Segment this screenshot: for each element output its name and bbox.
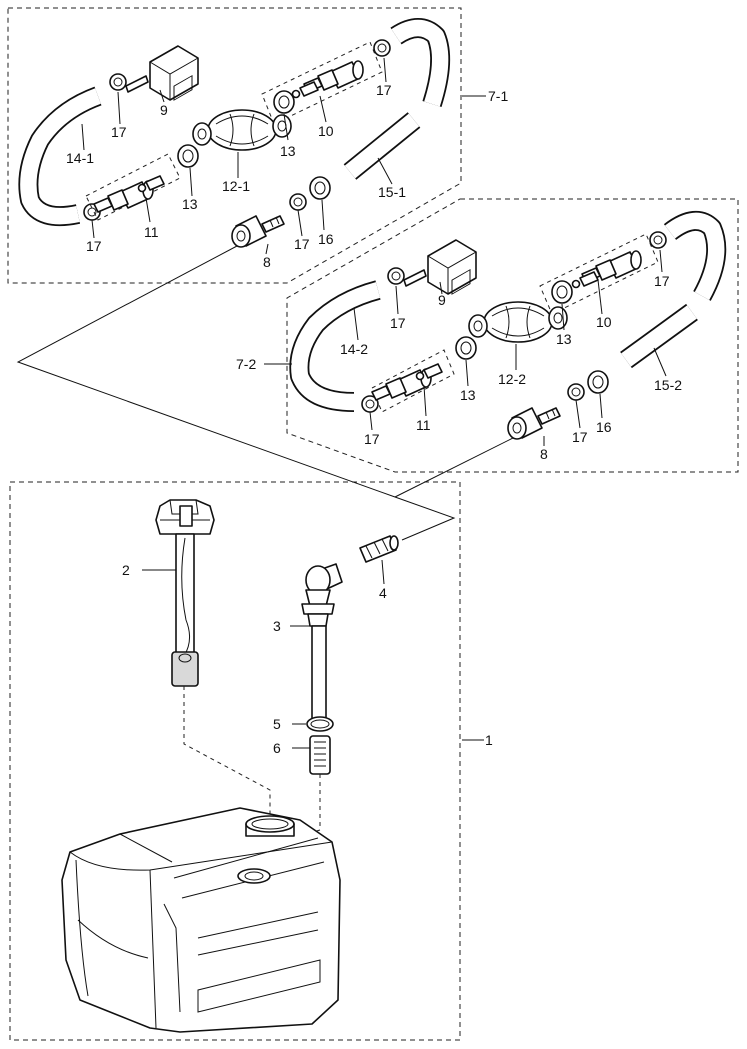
washer-17-a (109, 73, 127, 91)
fitting-8-upper (231, 215, 285, 248)
label-part-3: 3 (273, 618, 281, 634)
label-part-15-2: 15-2 (654, 377, 682, 393)
label-part-17-f: 17 (654, 273, 670, 289)
fuel-tank-1 (61, 807, 341, 1033)
label-part-1: 1 (485, 732, 493, 748)
tank-assembly (61, 499, 484, 1033)
label-part-11-upper: 11 (144, 224, 159, 240)
label-part-10-upper: 10 (318, 123, 334, 139)
fuel-gauge-2 (155, 499, 215, 687)
label-part-16-lower: 16 (596, 419, 612, 435)
tank-assembly-boundary (9, 481, 461, 1041)
connector-9-lower (403, 239, 477, 295)
label-part-9-upper: 9 (160, 102, 168, 118)
filter-6 (309, 735, 331, 775)
label-part-13-upper-b: 13 (182, 196, 198, 212)
label-part-6: 6 (273, 740, 281, 756)
washer-17-b (373, 39, 391, 57)
label-part-5: 5 (273, 716, 281, 732)
label-part-14-2: 14-2 (340, 341, 368, 357)
label-part-14-1: 14-1 (66, 150, 94, 166)
kit-7-1-boundary (7, 7, 462, 284)
label-part-16-upper: 16 (318, 231, 334, 247)
label-part-8-upper: 8 (263, 254, 271, 270)
label-kit-7-1: 7-1 (488, 88, 508, 104)
label-part-17-h: 17 (572, 429, 588, 445)
label-part-17-g: 17 (364, 431, 380, 447)
kit-7-2-boundary (286, 198, 739, 473)
pin-11-upper (137, 175, 165, 193)
label-part-9-lower: 9 (438, 292, 446, 308)
connector-9-upper (125, 45, 199, 101)
label-part-11-lower: 11 (416, 417, 431, 433)
label-part-12-1: 12-1 (222, 178, 250, 194)
label-part-2: 2 (122, 562, 130, 578)
fitting-4 (359, 535, 399, 563)
ring-13-lower-b (455, 336, 477, 360)
washer-17-d (289, 193, 307, 211)
label-part-17-c: 17 (86, 238, 102, 254)
ring-16-lower (587, 370, 609, 394)
washer-17-e (387, 267, 405, 285)
kit-connection-line-2 (394, 435, 518, 498)
ring-13-upper-b (177, 144, 199, 168)
washer-17-h (567, 383, 585, 401)
label-part-12-2: 12-2 (498, 371, 526, 387)
label-part-15-1: 15-1 (378, 184, 406, 200)
label-part-17-e: 17 (390, 315, 406, 331)
label-part-13-lower-b: 13 (460, 387, 476, 403)
pin-11-lower (415, 363, 443, 381)
primer-bulb-12-1 (192, 109, 292, 151)
kit-7-1 (18, 18, 486, 255)
kit-7-2 (264, 211, 727, 446)
label-part-13-upper-a: 13 (280, 143, 296, 159)
label-part-10-lower: 10 (596, 314, 612, 330)
ring-13-upper-a (273, 90, 295, 114)
o-ring-5 (306, 716, 334, 732)
label-part-13-lower-a: 13 (556, 331, 572, 347)
ring-16-upper (309, 176, 331, 200)
label-kit-7-2: 7-2 (236, 356, 256, 372)
label-part-8-lower: 8 (540, 446, 548, 462)
ring-13-lower-a (551, 280, 573, 304)
label-part-4: 4 (379, 585, 387, 601)
label-part-17-d: 17 (294, 236, 310, 252)
fitting-8-lower (507, 407, 561, 440)
washer-17-f (649, 231, 667, 249)
primer-bulb-12-2 (468, 301, 568, 343)
label-part-17-a: 17 (111, 124, 127, 140)
pickup-tube-3 (301, 563, 343, 721)
label-part-17-b: 17 (376, 82, 392, 98)
